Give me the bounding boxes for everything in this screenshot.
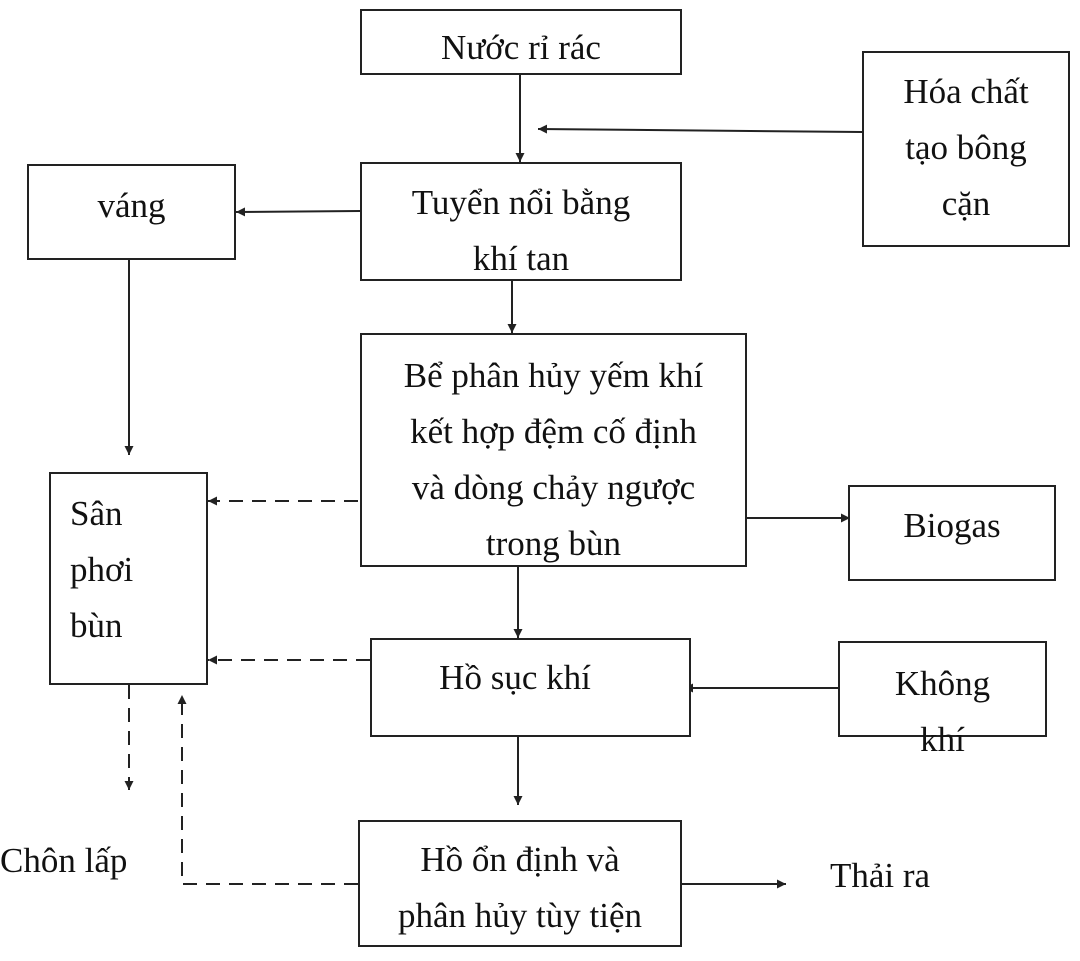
node-air <box>838 641 1047 737</box>
node-anaerobic <box>360 333 747 567</box>
label-flocculant: Hóa chất tạo bông cặn <box>903 72 1029 223</box>
node-flocculant <box>862 51 1070 247</box>
arrow-flocculant-to-daf <box>537 124 863 134</box>
node-scum <box>27 164 236 260</box>
label-scum: váng <box>97 186 166 225</box>
label-landfill: Chôn lấp <box>0 841 128 880</box>
node-biogas <box>848 485 1056 581</box>
label-stabilization-pond: Hồ ổn định và phân hủy tùy tiện <box>398 840 642 935</box>
label-anaerobic: Bể phân hủy yếm khí kết hợp đệm cố định … <box>403 356 704 563</box>
label-discharge: Thải ra <box>830 856 931 895</box>
node-leachate <box>360 9 682 75</box>
node-aeration-pond <box>370 638 691 737</box>
node-daf <box>360 162 682 281</box>
dashed-arrow-stabilization-to-sludge-bed <box>177 695 358 885</box>
label-aeration-pond: Hồ sục khí <box>439 658 591 697</box>
node-sludge-bed <box>49 472 208 685</box>
label-leachate: Nước rỉ rác <box>441 28 601 67</box>
node-stabilization-pond <box>358 820 682 947</box>
label-biogas: Biogas <box>903 506 1001 545</box>
label-sludge-bed: Sân phơi bùn <box>70 494 134 645</box>
arrow-daf-to-scum <box>235 207 361 217</box>
label-air: Không khí <box>894 664 991 759</box>
label-daf: Tuyển nổi bằng khí tan <box>411 183 631 278</box>
